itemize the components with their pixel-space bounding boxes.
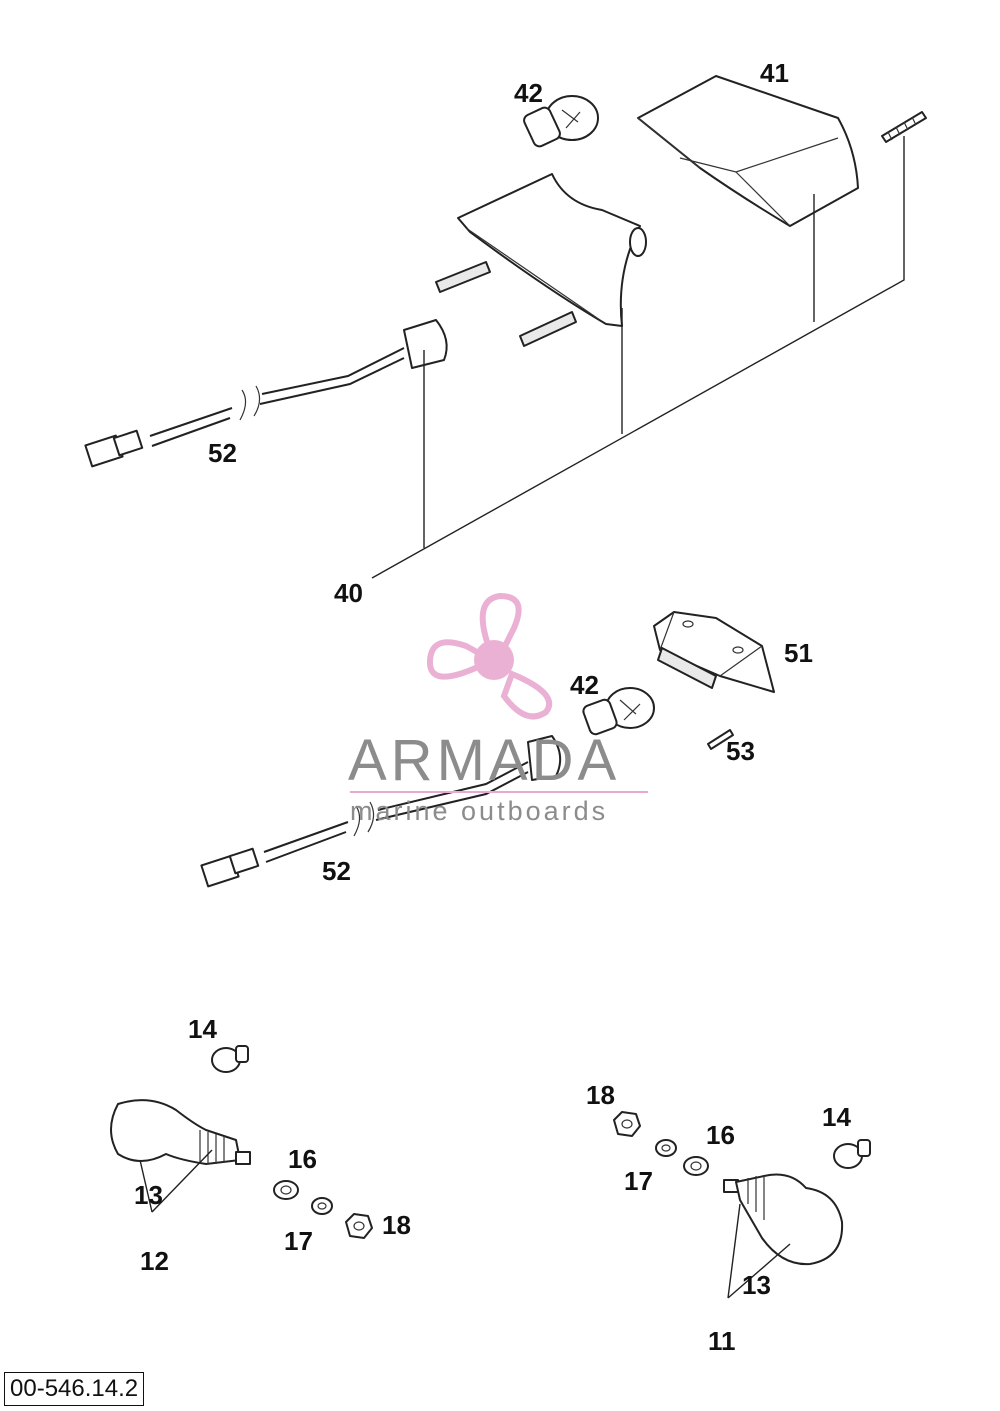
label-16-right: 16	[706, 1120, 735, 1150]
label-40: 40	[334, 578, 363, 608]
right-indicator	[723, 1173, 844, 1266]
label-41: 41	[760, 58, 789, 88]
wire-harness-middle	[200, 735, 562, 888]
label-16-left: 16	[288, 1144, 317, 1174]
tail-light-housing	[435, 173, 647, 347]
label-52-mid: 52	[322, 856, 351, 886]
label-18-right: 18	[586, 1080, 615, 1110]
label-13-left: 13	[134, 1180, 163, 1210]
left-nut-18	[345, 1213, 373, 1239]
reference-number: 00-546.14.2	[4, 1372, 145, 1406]
left-lockwasher-17	[311, 1197, 333, 1215]
label-42-mid: 42	[570, 670, 599, 700]
leader-lines-40	[371, 136, 905, 579]
label-53: 53	[726, 736, 755, 766]
label-51: 51	[784, 638, 813, 668]
lens-screw	[881, 111, 927, 143]
plate-screw	[707, 729, 734, 750]
tail-bulb-top	[523, 95, 599, 148]
tail-light-lens	[637, 75, 859, 227]
label-17-right: 17	[624, 1166, 653, 1196]
left-indicator-bulb	[211, 1045, 249, 1073]
label-14-right: 14	[822, 1102, 851, 1132]
left-indicator	[110, 1099, 251, 1165]
leader-lines-11	[727, 1203, 791, 1299]
watermark-brand: ARMADA	[348, 728, 620, 793]
plate-light-lens	[653, 611, 775, 693]
label-52-top: 52	[208, 438, 237, 468]
leader-lines-12	[139, 1149, 213, 1213]
label-42-top: 42	[514, 78, 543, 108]
right-lockwasher-17	[655, 1139, 677, 1157]
watermark-tagline: marine outboards	[350, 796, 608, 826]
right-indicator-bulb	[833, 1139, 871, 1169]
wire-harness-top	[84, 319, 448, 468]
plate-bulb	[582, 687, 655, 736]
armada-logo-icon	[426, 592, 553, 720]
left-washer-16	[273, 1180, 299, 1200]
label-13-right: 13	[742, 1270, 771, 1300]
right-washer-16	[683, 1156, 709, 1176]
right-nut-18	[613, 1111, 641, 1137]
label-14-left: 14	[188, 1014, 217, 1044]
label-17-left: 17	[284, 1226, 313, 1256]
label-12: 12	[140, 1246, 169, 1276]
label-18-left: 18	[382, 1210, 411, 1240]
label-11: 11	[708, 1326, 736, 1356]
